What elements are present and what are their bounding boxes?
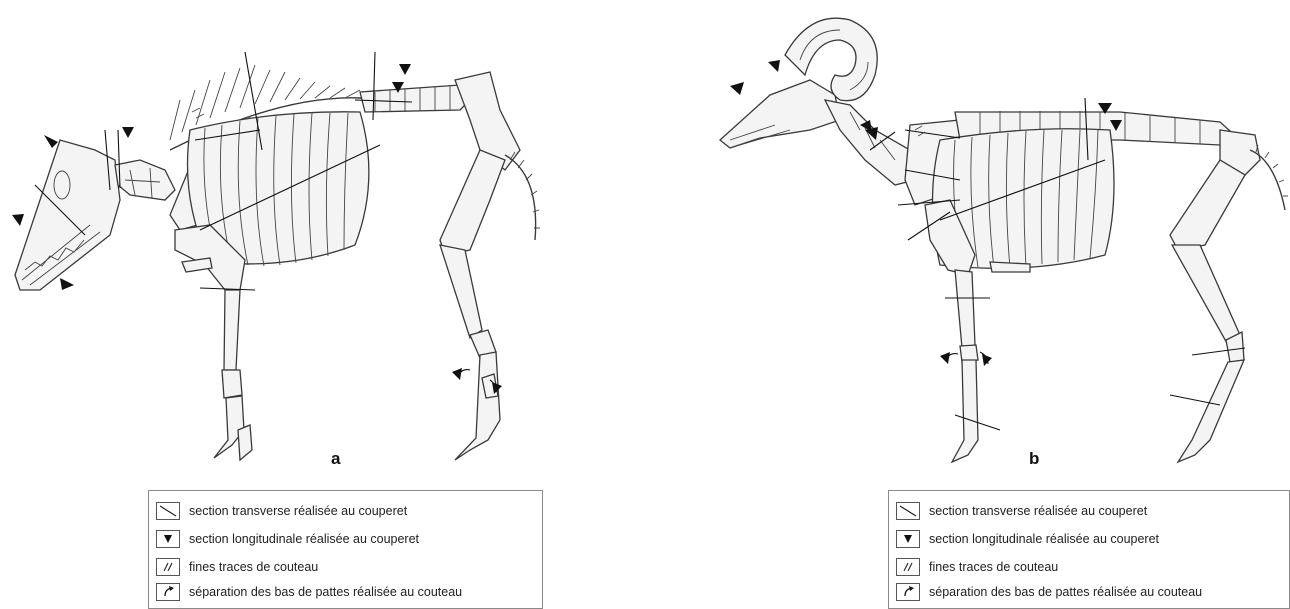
pig-skull [15, 140, 120, 290]
panel-a: a section transverse réalisée au coupere… [0, 0, 560, 609]
legend-label: section longitudinale réalisée au couper… [189, 532, 419, 546]
legend-row-longitudinal: section longitudinale réalisée au couper… [156, 529, 419, 549]
knife-marks-icon [896, 558, 920, 576]
transverse-section-icon [896, 502, 920, 520]
longitudinal-section-icon [896, 530, 920, 548]
pig-skeleton-icon [0, 0, 560, 480]
legend-row-foot-separation: séparation des bas de pattes réalisée au… [896, 582, 1202, 602]
legend-a: section transverse réalisée au couperet … [148, 490, 543, 609]
longitudinal-section-icon [156, 530, 180, 548]
transverse-section-icon [156, 502, 180, 520]
panel-label-a: a [331, 449, 340, 469]
legend-row-knife: fines traces de couteau [896, 557, 1058, 577]
legend-row-transverse: section transverse réalisée au couperet [896, 501, 1147, 521]
legend-row-transverse: section transverse réalisée au couperet [156, 501, 407, 521]
legend-label: séparation des bas de pattes réalisée au… [189, 585, 462, 599]
legend-b: section transverse réalisée au couperet … [888, 490, 1290, 609]
foot-separation-icon [156, 583, 180, 601]
foot-separation-icon [896, 583, 920, 601]
panel-label-b: b [1029, 449, 1039, 469]
legend-label: séparation des bas de pattes réalisée au… [929, 585, 1202, 599]
legend-row-longitudinal: section longitudinale réalisée au couper… [896, 529, 1159, 549]
panel-b: b section transverse réalisée au coupere… [700, 0, 1290, 609]
legend-label: fines traces de couteau [929, 560, 1058, 574]
legend-label: section transverse réalisée au couperet [189, 504, 407, 518]
legend-label: section longitudinale réalisée au couper… [929, 532, 1159, 546]
legend-row-knife: fines traces de couteau [156, 557, 318, 577]
sheep-skeleton-icon [700, 0, 1290, 480]
legend-row-foot-separation: séparation des bas de pattes réalisée au… [156, 582, 462, 602]
legend-label: section transverse réalisée au couperet [929, 504, 1147, 518]
knife-marks-icon [156, 558, 180, 576]
legend-label: fines traces de couteau [189, 560, 318, 574]
